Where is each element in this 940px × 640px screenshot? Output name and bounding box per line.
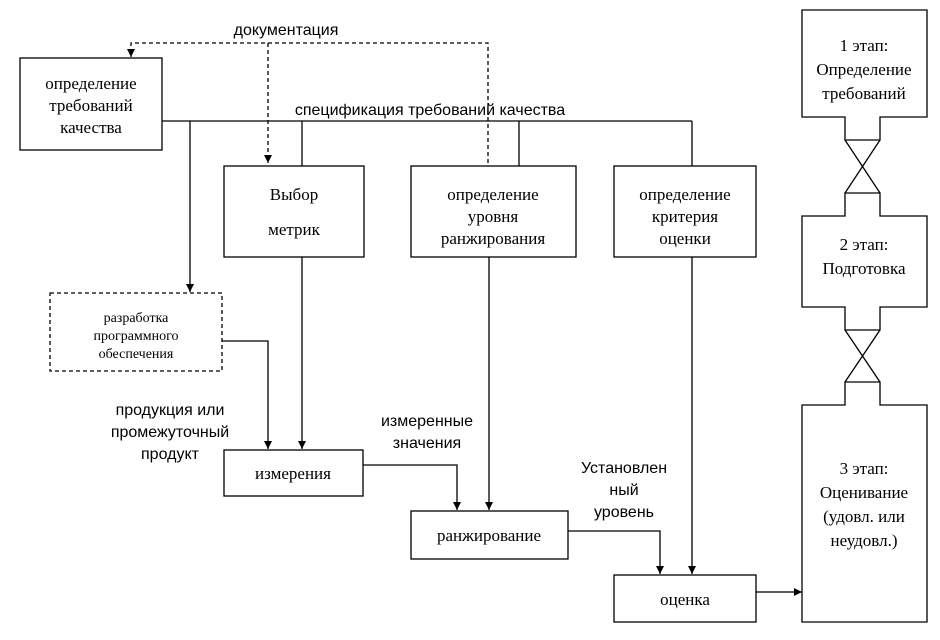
stage3-line-2: Оценивание [820, 483, 908, 502]
stage3-line-3: (удовл. или [823, 507, 905, 526]
requirements-box-line-3: качества [60, 118, 122, 137]
product-label-1: продукция или [116, 402, 225, 419]
software-box-line-2: программного [93, 329, 178, 344]
product-label-3: продукт [141, 446, 200, 463]
stage1-2-cross-b [844, 139, 881, 194]
documentation-label: документация [234, 22, 339, 39]
software-box-line-1: разработка [104, 311, 170, 326]
product-label-2: промежуточный [111, 424, 229, 441]
ranking-level-box-line-2: уровня [468, 207, 519, 226]
stage1-line-1: 1 этап: [840, 36, 889, 55]
requirements-box-line-1: определение [45, 74, 136, 93]
evaluation-box-label: оценка [660, 590, 710, 609]
established-level-label-3: уровень [594, 504, 654, 521]
software-box-line-3: обеспечения [99, 347, 174, 362]
ranking-to-evaluation-arrow [568, 530, 664, 574]
ranking-level-box-line-3: ранжирования [441, 229, 546, 248]
ranking-box-label: ранжирование [437, 526, 541, 545]
documentation-line-to-requirements [127, 42, 489, 163]
connectors [127, 42, 802, 596]
specification-label: спецификация требований качества [295, 102, 565, 119]
ranking-level-box-line-1: определение [447, 185, 538, 204]
measurement-box [223, 449, 364, 497]
stage1-line-3: требований [822, 84, 905, 103]
criteria-box-line-1: определение [639, 185, 730, 204]
ranking-level-box [410, 165, 577, 258]
criteria-box-line-2: критерия [652, 207, 718, 226]
requirements-box [19, 57, 163, 151]
established-level-label-2: ный [609, 482, 638, 499]
stage2-3-cross-b [844, 329, 881, 383]
requirements-box-line-2: требований [49, 96, 132, 115]
measured-values-label-1: измеренные [381, 413, 473, 430]
ranking-box [410, 510, 569, 560]
metrics-box-line-2: метрик [268, 220, 321, 239]
software-box [49, 292, 223, 372]
established-level-label-1: Установлен [581, 460, 667, 477]
criteria-box [613, 165, 757, 258]
stage1-line-2: Определение [816, 60, 911, 79]
software-to-measurement-arrow [222, 340, 272, 449]
stage2-line-1: 2 этап: [840, 235, 889, 254]
criteria-box-line-3: оценки [659, 229, 711, 248]
stage3-line-4: неудовл.) [831, 531, 898, 550]
evaluation-box [613, 574, 757, 623]
stage3-shape [801, 381, 928, 623]
measured-values-label-2: значения [393, 435, 461, 452]
stage2-line-2: Подготовка [822, 259, 905, 278]
metrics-box [223, 165, 365, 258]
measurement-box-label: измерения [255, 464, 331, 483]
metrics-box-line-1: Выбор [270, 185, 318, 204]
stage3-line-1: 3 этап: [840, 459, 889, 478]
measurement-to-ranking-arrow [363, 464, 461, 510]
